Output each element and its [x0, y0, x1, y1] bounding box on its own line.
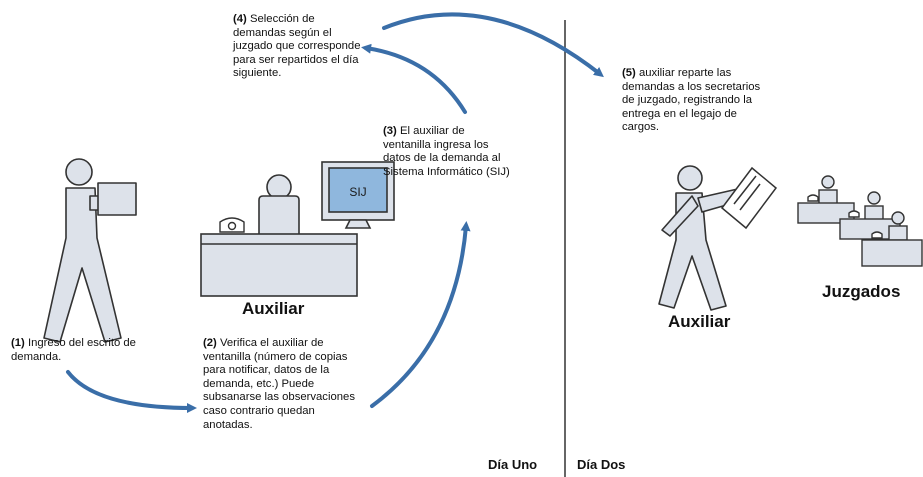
step-1-description: Ingreso del escrito de demanda.	[11, 337, 136, 363]
flow-arrows	[66, 12, 604, 413]
arrow-3-to-4	[361, 43, 467, 114]
juzgados-label: Juzgados	[822, 282, 901, 301]
step-2-description: Verifica el auxiliar de ventanilla (núme…	[203, 337, 355, 431]
step-5-number: (5)	[622, 67, 636, 79]
person-carrying-document-icon	[43, 158, 137, 343]
arrow-2-to-3	[370, 221, 471, 408]
step-4-number: (4)	[233, 13, 247, 25]
arrow-1-to-2	[66, 370, 197, 413]
auxiliar-desk-label: Auxiliar	[242, 299, 305, 318]
step-2-text: (2) Verifica el auxiliar de ventanilla (…	[203, 337, 367, 432]
clerk-at-desk-icon	[200, 174, 358, 297]
computer-monitor-icon	[321, 161, 395, 229]
step-3-number: (3)	[383, 125, 397, 137]
step-1-number: (1)	[11, 337, 25, 349]
telephone-icon	[219, 217, 245, 233]
step-3-text: (3) El auxiliar de ventanilla ingresa lo…	[383, 125, 511, 179]
step-5-text: (5) auxiliar reparte las demandas a los …	[622, 67, 768, 135]
document-icon	[720, 166, 778, 230]
court-clerks-icon	[797, 175, 923, 267]
step-4-text: (4) Selección de demandas según el juzga…	[233, 13, 361, 81]
monitor-label: SIJ	[349, 185, 366, 199]
day-one-label: Día Uno	[488, 457, 538, 472]
step-5-description: auxiliar reparte las demandas a los secr…	[622, 67, 761, 134]
step-2-number: (2)	[203, 337, 217, 349]
person-delivering-document-icon	[658, 165, 745, 311]
day-two-label: Día Dos	[577, 457, 626, 472]
arrow-4-to-5	[382, 12, 604, 78]
auxiliar-walker-label: Auxiliar	[668, 312, 731, 331]
step-3-description: El auxiliar de ventanilla ingresa los da…	[383, 125, 510, 178]
step-4-description: Selección de demandas según el juzgado q…	[233, 13, 361, 80]
step-1-text: (1) Ingreso del escrito de demanda.	[11, 337, 171, 364]
